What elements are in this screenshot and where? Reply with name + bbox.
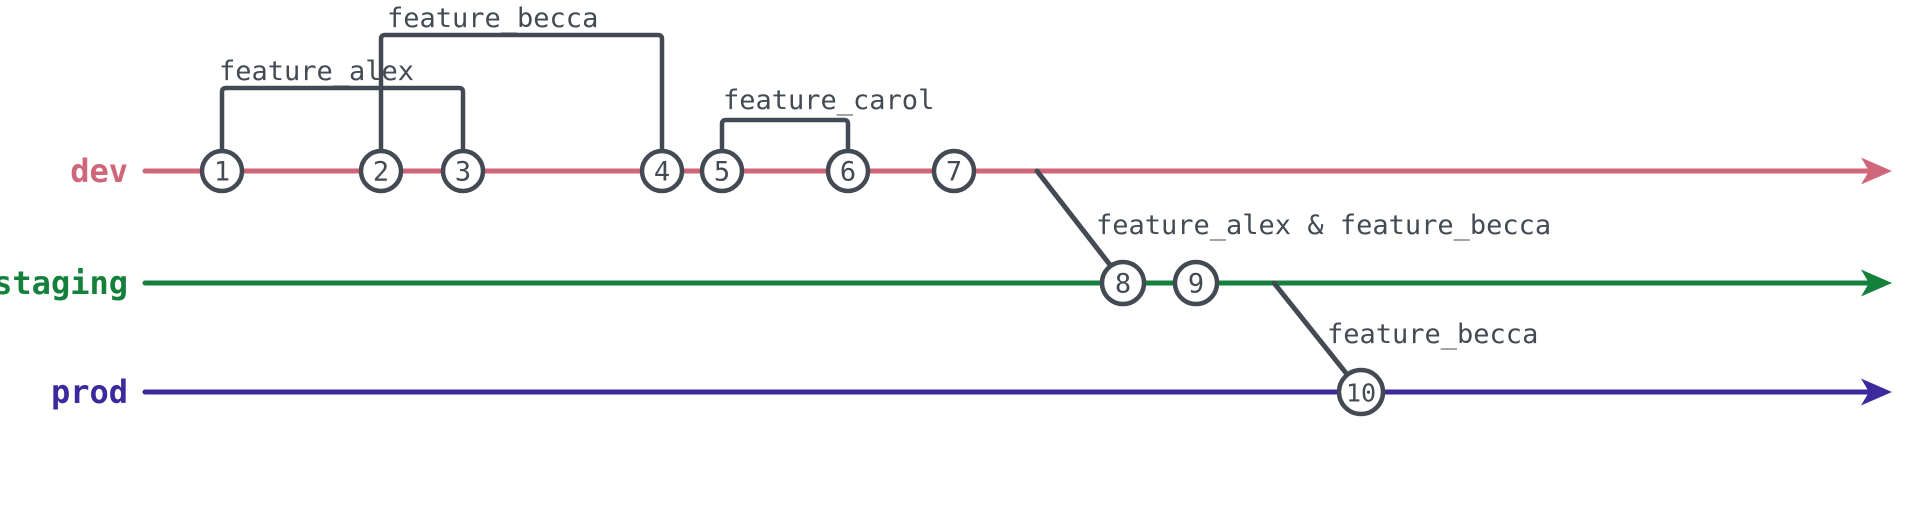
commit-node-2[interactable]: 2 — [358, 148, 404, 194]
commit-label-7: 7 — [946, 157, 962, 188]
feature-arch-labels-group: feature_alex feature_becca feature_carol — [219, 3, 934, 116]
commit-label-6: 6 — [840, 157, 856, 188]
commit-nodes-group: 1 2 3 4 5 6 7 — [199, 148, 1386, 417]
feature-arch-label-feature_carol: feature_carol — [723, 85, 934, 116]
commit-circle-8[interactable] — [1099, 259, 1147, 307]
commit-node-10[interactable]: 10 — [1336, 367, 1386, 417]
commit-label-2: 2 — [373, 157, 389, 188]
branch-labels-group: dev staging prod — [0, 152, 128, 411]
feature-arch-feature_becca — [378, 32, 665, 160]
commit-node-3[interactable]: 3 — [440, 148, 486, 194]
commit-label-3: 3 — [455, 157, 471, 188]
commit-label-9: 9 — [1188, 269, 1204, 300]
feature-arch-feature_carol — [719, 117, 851, 160]
commit-circle-9[interactable] — [1172, 259, 1220, 307]
commit-circle-4[interactable] — [639, 148, 685, 194]
branch-label-staging: staging — [0, 264, 128, 302]
merge-lines-group — [1034, 168, 1353, 381]
commit-label-8: 8 — [1115, 269, 1131, 300]
merge-line-staging-to-prod — [1271, 280, 1353, 381]
commit-circle-7[interactable] — [931, 148, 977, 194]
commit-circle-6[interactable] — [825, 148, 871, 194]
branch-label-dev: dev — [70, 152, 128, 190]
commit-circle-2[interactable] — [358, 148, 404, 194]
commit-circle-10[interactable] — [1336, 367, 1386, 417]
feature-arch-feature_alex — [219, 85, 466, 160]
feature-arch-label-feature_alex: feature_alex — [219, 56, 414, 87]
commit-label-10: 10 — [1346, 379, 1376, 408]
merge-line-dev-to-staging — [1034, 168, 1117, 273]
commit-node-4[interactable]: 4 — [639, 148, 685, 194]
commit-circle-5[interactable] — [699, 148, 745, 194]
commit-node-6[interactable]: 6 — [825, 148, 871, 194]
commit-label-5: 5 — [714, 157, 730, 188]
merge-labels-group: feature_alex & feature_becca feature_bec… — [1096, 210, 1551, 350]
commit-node-5[interactable]: 5 — [699, 148, 745, 194]
branch-label-prod: prod — [51, 373, 128, 411]
feature-arches-group — [219, 32, 851, 160]
commit-node-7[interactable]: 7 — [931, 148, 977, 194]
commit-node-8[interactable]: 8 — [1099, 259, 1147, 307]
commit-node-9[interactable]: 9 — [1172, 259, 1220, 307]
feature-arch-label-feature_becca: feature_becca — [387, 3, 598, 34]
branch-lines-group — [142, 157, 1892, 406]
commit-label-1: 1 — [214, 157, 230, 188]
merge-label-staging-to-prod: feature_becca — [1327, 319, 1538, 350]
commit-node-1[interactable]: 1 — [199, 148, 245, 194]
commit-label-4: 4 — [654, 157, 670, 188]
merge-label-dev-to-staging: feature_alex & feature_becca — [1096, 210, 1551, 241]
commit-circle-3[interactable] — [440, 148, 486, 194]
commit-circle-1[interactable] — [199, 148, 245, 194]
